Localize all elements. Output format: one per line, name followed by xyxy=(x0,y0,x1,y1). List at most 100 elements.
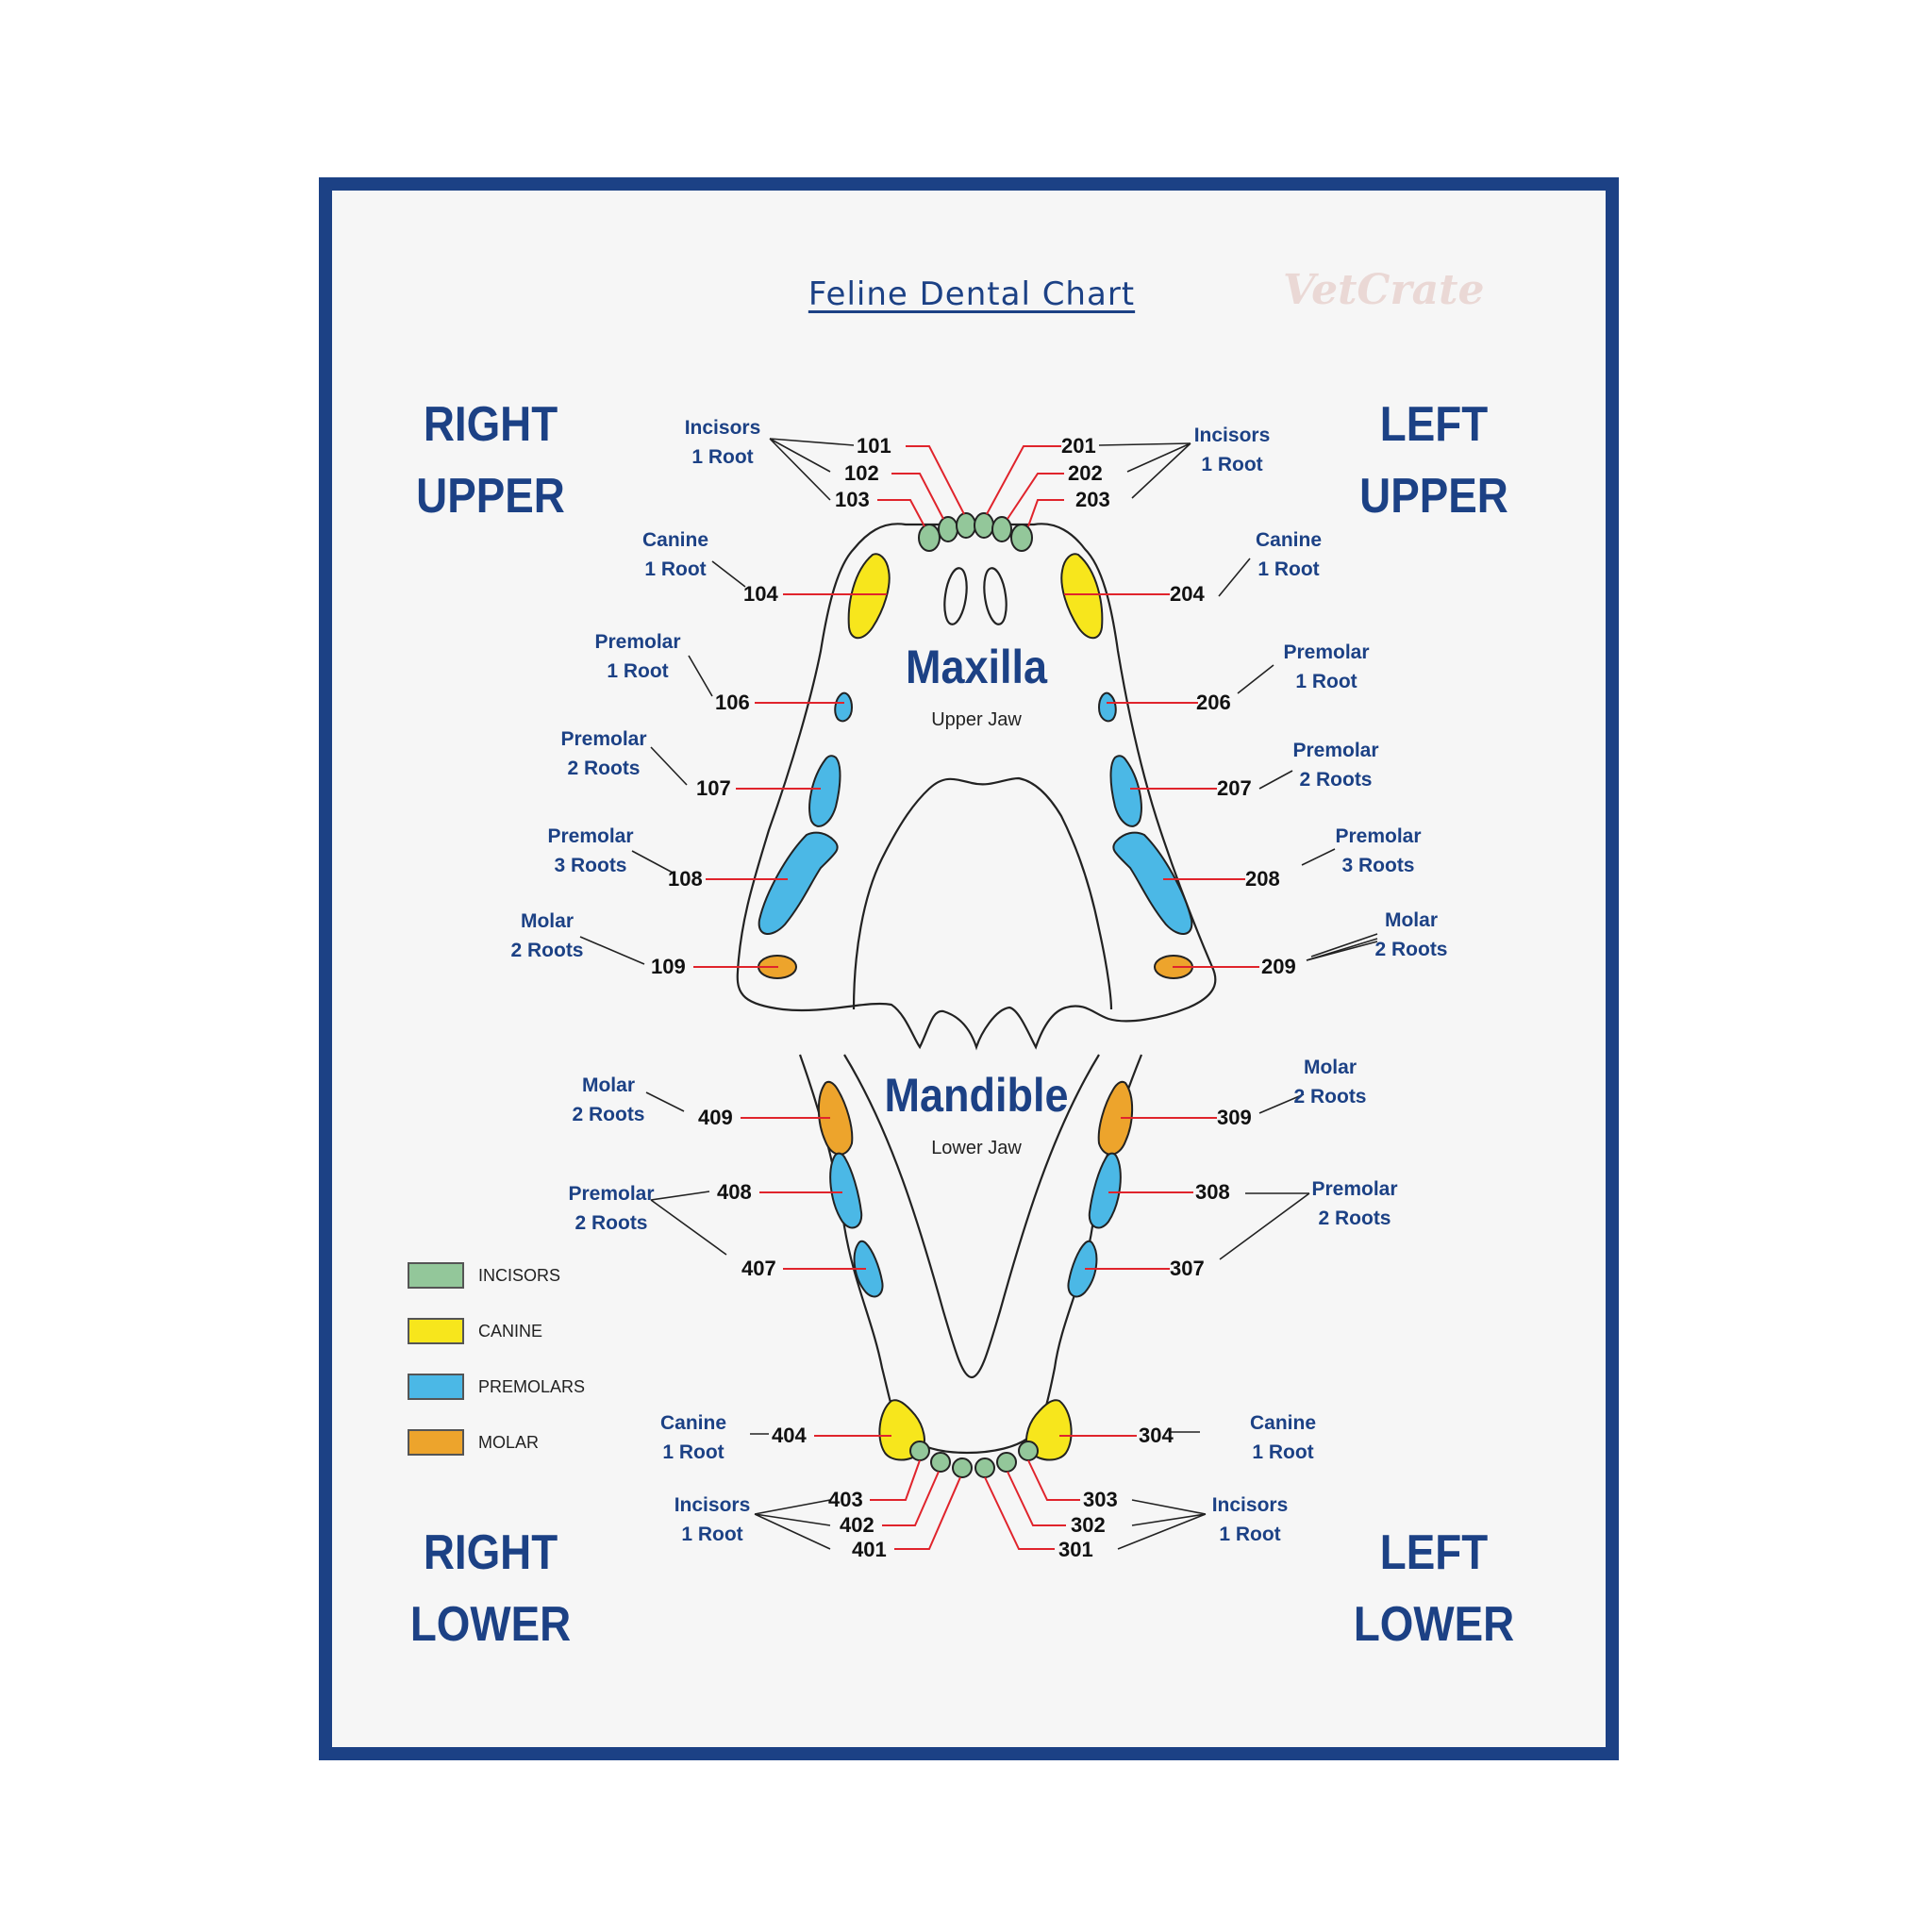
legend-label: INCISORS xyxy=(478,1265,561,1285)
tooth-number-302: 302 xyxy=(1071,1513,1106,1537)
tooth-206 xyxy=(1097,691,1117,723)
legend-label: MOLAR xyxy=(478,1432,540,1452)
legend-swatch xyxy=(408,1262,464,1289)
tooth-308 xyxy=(1088,1152,1122,1229)
tooth-302 xyxy=(996,1452,1017,1473)
tooth-407 xyxy=(853,1240,884,1298)
tooth-number-303: 303 xyxy=(1083,1488,1118,1511)
maxilla-outline xyxy=(736,523,1217,1051)
tooth-number-209: 209 xyxy=(1261,955,1296,978)
legend-item-incisors: INCISORS xyxy=(408,1261,560,1290)
tooth-301 xyxy=(974,1457,995,1478)
nasal-opening-right xyxy=(943,567,968,625)
tooth-number-403: 403 xyxy=(828,1488,863,1511)
chart-title: Feline Dental Chart xyxy=(808,275,1136,313)
tooth-number-301: 301 xyxy=(1058,1538,1093,1561)
tooth-number-409: 409 xyxy=(698,1106,733,1129)
tooth-number-207: 207 xyxy=(1217,776,1252,800)
legend-item-molar: MOLAR xyxy=(408,1428,539,1457)
tooth-number-104: 104 xyxy=(743,582,778,606)
tooth-102 xyxy=(938,516,958,542)
tooth-106 xyxy=(834,691,854,723)
tooth-number-204: 204 xyxy=(1170,582,1205,606)
tooth-103 xyxy=(918,524,941,552)
tooth-number-206: 206 xyxy=(1196,691,1231,714)
tooth-number-201: 201 xyxy=(1061,434,1096,458)
legend-label: CANINE xyxy=(478,1321,543,1341)
tooth-303 xyxy=(1018,1441,1039,1461)
tooth-number-208: 208 xyxy=(1245,867,1280,891)
tooth-108 xyxy=(758,831,839,935)
tooth-409 xyxy=(817,1080,854,1156)
tooth-number-107: 107 xyxy=(696,776,731,800)
tooth-204 xyxy=(1060,553,1104,640)
tooth-number-106: 106 xyxy=(715,691,750,714)
palate-opening xyxy=(852,776,1113,1010)
tooth-number-203: 203 xyxy=(1075,488,1110,511)
tooth-number-401: 401 xyxy=(852,1538,887,1561)
legend-item-premolars: PREMOLARS xyxy=(408,1373,585,1401)
legend-swatch xyxy=(408,1429,464,1456)
tooth-104 xyxy=(847,553,891,640)
maxilla-label: Maxilla Upper Jaw xyxy=(905,641,1048,730)
legend-swatch xyxy=(408,1318,464,1344)
tooth-number-103: 103 xyxy=(835,488,870,511)
mandible-outline xyxy=(798,1054,1143,1455)
tooth-309 xyxy=(1097,1080,1134,1156)
legend-item-canine: CANINE xyxy=(408,1317,542,1345)
tooth-number-304: 304 xyxy=(1139,1424,1174,1447)
tooth-307 xyxy=(1067,1240,1098,1298)
tooth-number-102: 102 xyxy=(844,461,879,485)
tooth-207 xyxy=(1109,755,1142,827)
tooth-number-407: 407 xyxy=(741,1257,776,1280)
chart-frame xyxy=(319,177,1619,1760)
tooth-403 xyxy=(909,1441,930,1461)
tooth-201 xyxy=(974,512,994,539)
tooth-107 xyxy=(808,755,841,827)
brand-logo: VetCrate xyxy=(1283,266,1485,314)
tooth-number-101: 101 xyxy=(857,434,891,458)
tooth-101 xyxy=(956,512,976,539)
tooth-number-402: 402 xyxy=(840,1513,874,1537)
legend-swatch xyxy=(408,1374,464,1400)
tooth-208 xyxy=(1112,831,1193,935)
mandible-symphysis xyxy=(843,1054,1100,1379)
tooth-401 xyxy=(952,1457,973,1478)
tooth-number-308: 308 xyxy=(1195,1180,1230,1204)
tooth-402 xyxy=(930,1452,951,1473)
nasal-opening-left xyxy=(983,567,1008,625)
tooth-number-404: 404 xyxy=(772,1424,807,1447)
mandible-label: Mandible Lower Jaw xyxy=(884,1069,1069,1158)
tooth-202 xyxy=(991,516,1012,542)
tooth-408 xyxy=(829,1152,863,1229)
tooth-number-108: 108 xyxy=(668,867,703,891)
legend-label: PREMOLARS xyxy=(478,1376,586,1396)
tooth-number-202: 202 xyxy=(1068,461,1103,485)
tooth-number-307: 307 xyxy=(1170,1257,1205,1280)
tooth-203 xyxy=(1010,524,1033,552)
